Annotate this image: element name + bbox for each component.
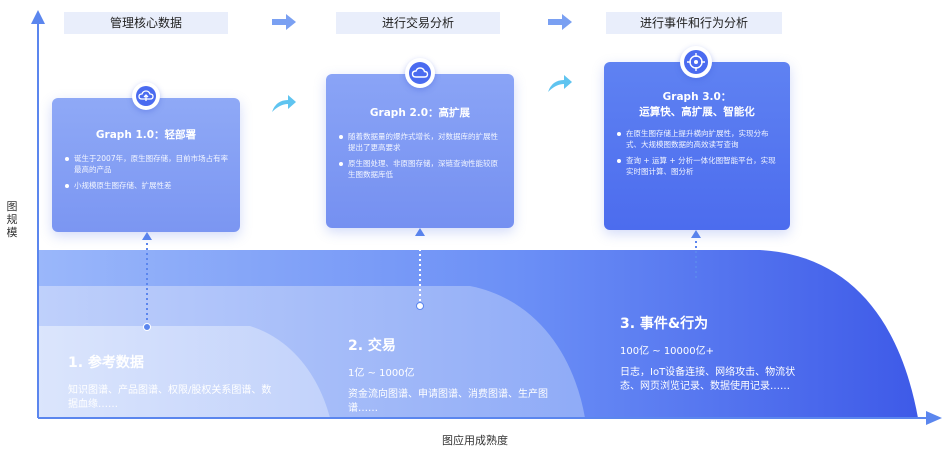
zone-2-title: 2. 交易 (348, 338, 396, 354)
zone-1-title: 1. 参考数据 (68, 355, 144, 371)
card-graph-3: Graph 3.0： 运算快、高扩展、智能化 在原生图存储上提升横向扩展性，实现… (604, 62, 790, 230)
card-3-title-line2: 运算快、高扩展、智能化 (639, 106, 755, 118)
card-2-bullet: 原生图处理、非原图存储，深链查询性能较原生图数据库低 (338, 158, 504, 180)
card-2-bullets: 随着数据量的爆炸式增长，对数据库的扩展性提出了更高要求 原生图处理、非原图存储，… (338, 131, 504, 180)
card-2-bullet: 随着数据量的爆炸式增长，对数据库的扩展性提出了更高要求 (338, 131, 504, 153)
card-1-bullet: 诞生于2007年，原生图存储，目前市场占有率最高的产品 (64, 153, 230, 175)
card-arrow-2 (548, 75, 572, 92)
stage-title-2: 进行交易分析 (336, 12, 500, 34)
x-axis-arrow (926, 411, 942, 425)
card-2-title: Graph 2.0：高扩展 (369, 107, 471, 119)
y-axis-arrow (31, 10, 45, 24)
card-arrow-1 (272, 95, 296, 112)
x-axis-label: 图应用成熟度 (442, 434, 508, 447)
cloud-icon (405, 58, 435, 88)
stage-arrow-1 (272, 14, 296, 30)
zone-3-text: 日志，IoT设备连接、网络攻击、物流状态、网页浏览记录、数据使用记录…… (620, 367, 796, 392)
card-1-bullet: 小规模原生图存储、扩展性差 (64, 180, 230, 191)
card-graph-2: Graph 2.0：高扩展 随着数据量的爆炸式增长，对数据库的扩展性提出了更高要… (326, 74, 514, 228)
zone-1-shape (38, 326, 330, 418)
zone-2-range: 1亿 ~ 1000亿 (348, 368, 415, 379)
card-3-bullet: 查询 + 运算 + 分析一体化图智能平台，实现实时图计算、图分析 (616, 155, 780, 177)
stage-title-3: 进行事件和行为分析 (606, 12, 782, 34)
card-1-title: Graph 1.0：轻部署 (95, 129, 197, 141)
card-3-bullet: 在原生图存储上提升横向扩展性，实现分布式、大规模图数据的高效读写查询 (616, 128, 780, 150)
stage-arrow-2 (548, 14, 572, 30)
y-axis-label: 图规模 (6, 200, 18, 239)
card-3-bullets: 在原生图存储上提升横向扩展性，实现分布式、大规模图数据的高效读写查询 查询 + … (616, 128, 780, 177)
zone-3-title: 3. 事件&行为 (620, 316, 709, 332)
zone-3-range: 100亿 ~ 10000亿+ (620, 346, 715, 357)
stage-title-1: 管理核心数据 (64, 12, 228, 34)
card-1-bullets: 诞生于2007年，原生图存储，目前市场占有率最高的产品 小规模原生图存储、扩展性… (64, 153, 230, 191)
cloud-upload-icon (132, 82, 160, 110)
card-3-title-line1: Graph 3.0： (662, 91, 732, 103)
target-icon (680, 46, 712, 78)
zone-2-text: 资金流向图谱、申请图谱、消费图谱、生产图谱…… (348, 389, 548, 414)
card-graph-1: Graph 1.0：轻部署 诞生于2007年，原生图存储，目前市场占有率最高的产… (52, 98, 240, 232)
zone-1-text: 知识图谱、产品图谱、权限/股权关系图谱、数据血缘…… (68, 385, 272, 410)
